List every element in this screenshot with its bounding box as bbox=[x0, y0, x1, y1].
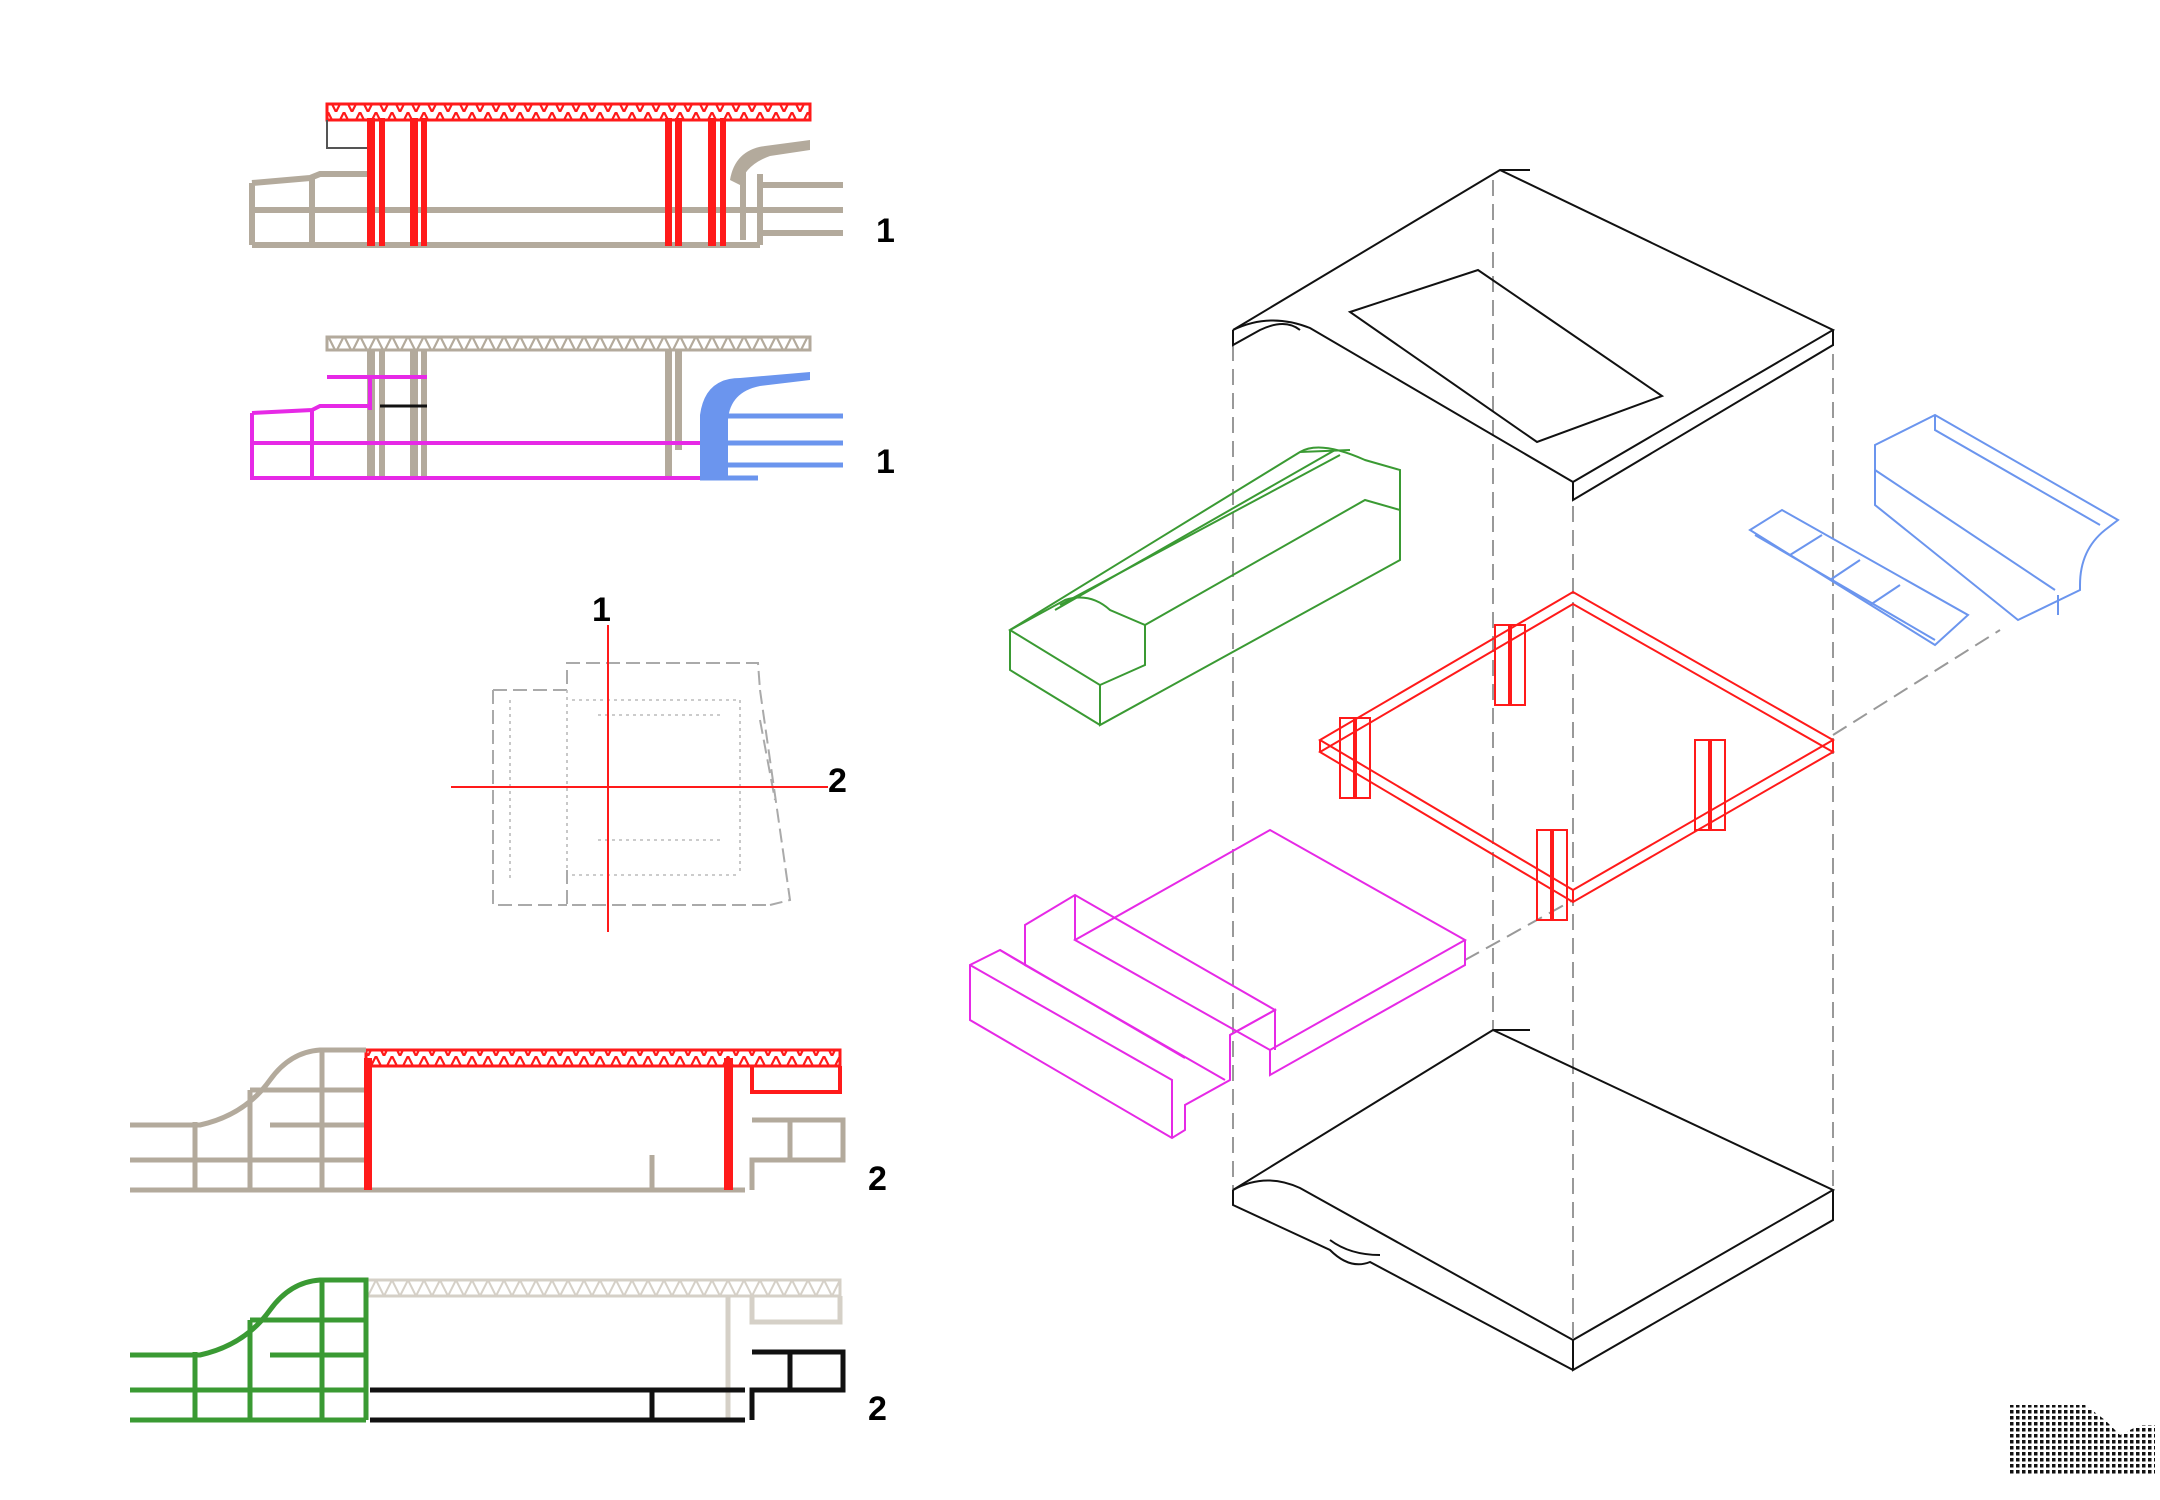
exploded-axonometric bbox=[969, 168, 2120, 1372]
magenta-platform bbox=[969, 828, 1468, 1140]
section-label-2b: 2 bbox=[868, 1390, 887, 1428]
section-1-programs bbox=[250, 335, 843, 481]
base-slab bbox=[1232, 1028, 1836, 1372]
section-2-programs bbox=[130, 1277, 846, 1423]
section-1-structure bbox=[249, 102, 843, 248]
plan-mark-1: 1 bbox=[592, 591, 611, 629]
section-label-1b: 1 bbox=[876, 443, 895, 481]
section-label-1a: 1 bbox=[876, 212, 895, 250]
roof-slab bbox=[1232, 168, 1836, 502]
logo bbox=[2010, 1405, 2155, 1475]
green-volume bbox=[1008, 446, 1401, 727]
red-frame bbox=[1318, 590, 1836, 921]
plan-key bbox=[451, 625, 828, 932]
plan-mark-2: 2 bbox=[828, 762, 847, 800]
section-2-structure bbox=[130, 1047, 846, 1193]
blue-volume bbox=[1748, 413, 2120, 647]
section-label-2a: 2 bbox=[868, 1160, 887, 1198]
